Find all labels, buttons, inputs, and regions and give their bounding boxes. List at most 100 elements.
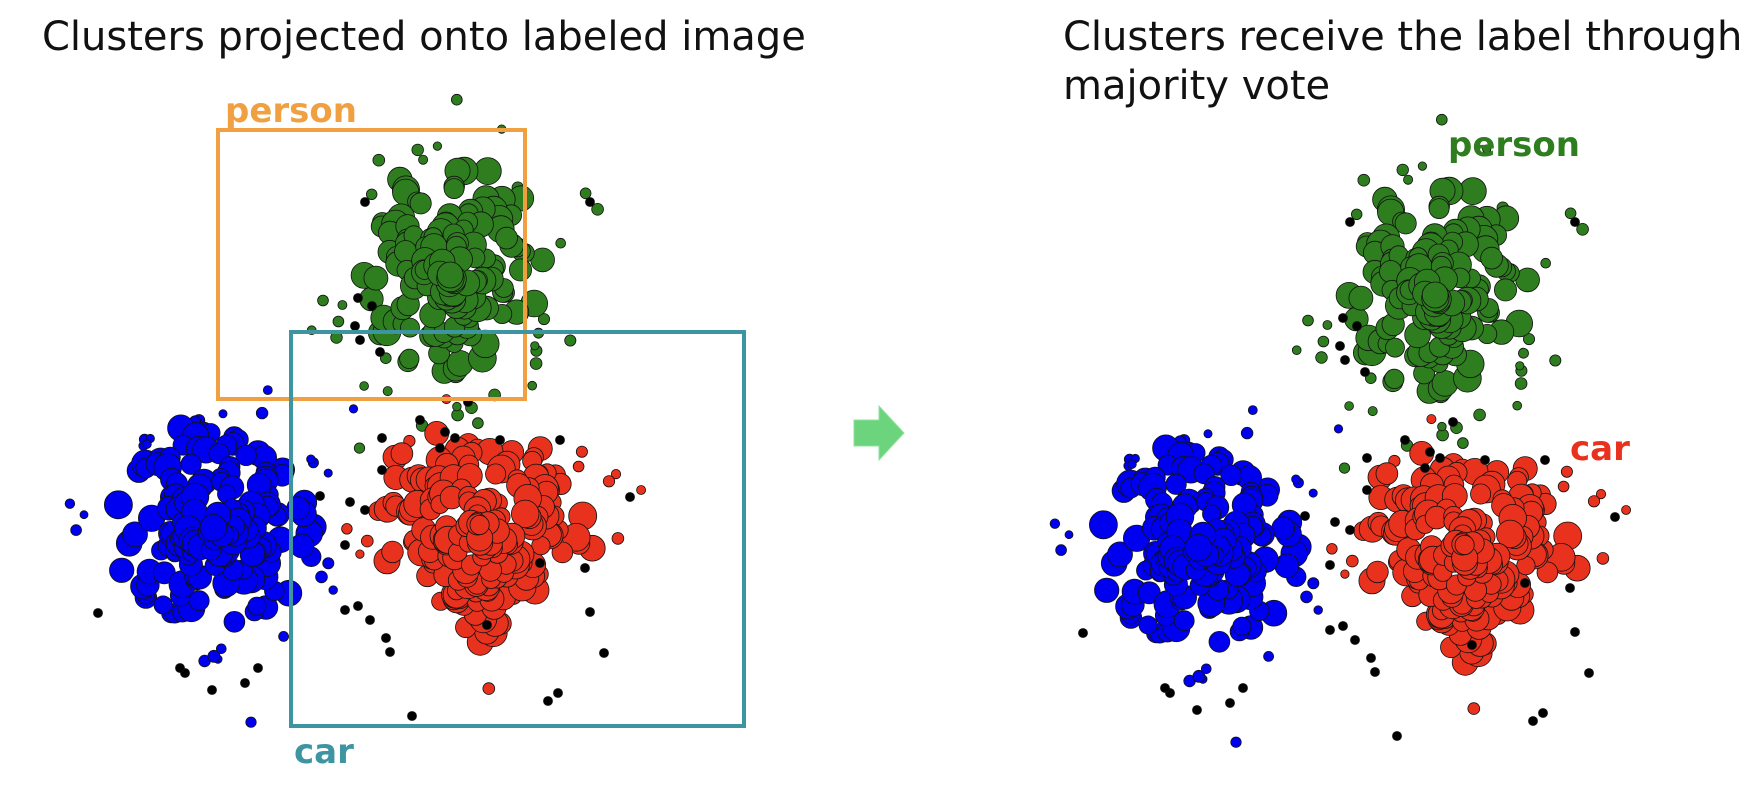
green-cluster-point: [1302, 314, 1314, 327]
green-cluster-point: [317, 294, 329, 307]
noise-point: [1480, 455, 1490, 465]
blue-cluster-point: [180, 453, 202, 475]
noise-point: [207, 685, 217, 695]
red-cluster-point: [482, 682, 496, 695]
green-cluster-point: [1394, 212, 1417, 235]
noise-point: [495, 435, 505, 445]
noise-point: [1340, 355, 1350, 365]
noise-point: [543, 696, 553, 706]
green-cluster-point: [1515, 361, 1525, 371]
noise-point: [367, 301, 377, 311]
green-cluster-point: [1437, 421, 1447, 432]
blue-cluster-point: [255, 406, 269, 420]
noise-point: [555, 435, 565, 445]
blue-cluster-point: [322, 557, 335, 570]
green-cluster-point: [495, 226, 518, 250]
noise-point: [360, 505, 370, 515]
red-cluster-point: [1557, 480, 1570, 493]
car-bounding-box: [289, 330, 746, 728]
green-cluster-point: [436, 261, 464, 289]
noise-point: [1362, 485, 1372, 495]
noise-point: [440, 427, 450, 437]
noise-point: [345, 497, 355, 507]
noise-point: [360, 197, 370, 207]
noise-point: [1435, 453, 1445, 463]
red-cluster-point: [1375, 462, 1399, 485]
blue-cluster-point: [1232, 616, 1252, 636]
red-cluster-point: [341, 523, 353, 535]
blue-cluster-point: [104, 490, 133, 520]
red-cluster-point: [610, 468, 622, 480]
green-cluster-point: [579, 187, 592, 200]
red-cluster-point: [575, 445, 588, 458]
green-cluster-point: [1403, 174, 1414, 185]
blue-cluster-point: [1333, 424, 1344, 434]
green-cluster-point: [366, 188, 378, 201]
green-cluster-point: [508, 258, 532, 282]
green-cluster-point: [1436, 113, 1448, 126]
noise-point: [1330, 517, 1340, 527]
green-cluster-point: [529, 357, 543, 370]
green-cluster-point: [1350, 208, 1363, 221]
noise-point: [407, 711, 417, 721]
noise-point: [315, 491, 325, 501]
blue-cluster-point: [306, 454, 316, 464]
green-cluster-point: [359, 381, 369, 391]
red-cluster-point: [572, 460, 585, 473]
green-cluster-point: [1540, 257, 1551, 269]
noise-point: [1350, 635, 1360, 645]
green-cluster-point: [564, 334, 577, 347]
noise-point: [580, 563, 590, 573]
noise-point: [1345, 525, 1355, 535]
green-cluster-point: [353, 442, 366, 454]
green-cluster-point: [1494, 278, 1518, 302]
blue-cluster-point: [199, 513, 228, 542]
blue-cluster-point: [1201, 663, 1212, 675]
blue-cluster-point: [328, 585, 338, 595]
red-cluster-point: [355, 549, 365, 559]
noise-point: [375, 347, 385, 357]
noise-point: [1078, 628, 1088, 638]
noise-point: [1352, 321, 1362, 331]
noise-point: [435, 443, 445, 453]
blue-cluster-point: [1094, 577, 1120, 603]
green-cluster-point: [409, 192, 432, 215]
noise-point: [599, 648, 609, 658]
green-cluster-point: [1317, 335, 1330, 348]
noise-point: [1366, 653, 1376, 663]
blue-cluster-point: [1307, 577, 1320, 590]
noise-point: [340, 540, 350, 550]
red-cluster-point: [1470, 483, 1492, 505]
green-cluster-point: [1417, 161, 1428, 171]
blue-cluster-point: [245, 716, 257, 728]
noise-point: [365, 615, 375, 625]
blue-cluster-point: [1247, 405, 1258, 416]
car-box-label: car: [294, 732, 354, 772]
red-cluster-point: [1467, 702, 1481, 715]
blue-cluster-point: [64, 498, 76, 509]
left-cluster-scatter: [64, 93, 646, 728]
blue-cluster-point: [323, 468, 333, 478]
blue-cluster-point: [218, 409, 228, 419]
green-cluster-point: [1348, 285, 1374, 311]
green-cluster-point: [1291, 345, 1302, 356]
green-cluster-point: [1322, 320, 1333, 330]
noise-point: [1225, 698, 1235, 708]
noise-point: [1467, 640, 1477, 650]
red-cluster-point: [1595, 488, 1607, 500]
blue-cluster-point: [216, 643, 227, 655]
green-cluster-point: [399, 348, 420, 369]
green-cluster-point: [332, 315, 345, 328]
green-cluster-point: [591, 203, 604, 216]
red-cluster-point: [1587, 495, 1601, 508]
blue-cluster-point: [278, 631, 290, 642]
green-cluster-point: [1385, 337, 1405, 358]
blue-cluster-point: [1230, 736, 1242, 748]
green-cluster-point: [400, 317, 420, 338]
noise-point: [1345, 217, 1355, 227]
noise-point: [1338, 621, 1348, 631]
noise-point: [482, 620, 492, 630]
red-cluster-point: [1536, 561, 1559, 584]
green-cluster-point: [1518, 347, 1529, 359]
